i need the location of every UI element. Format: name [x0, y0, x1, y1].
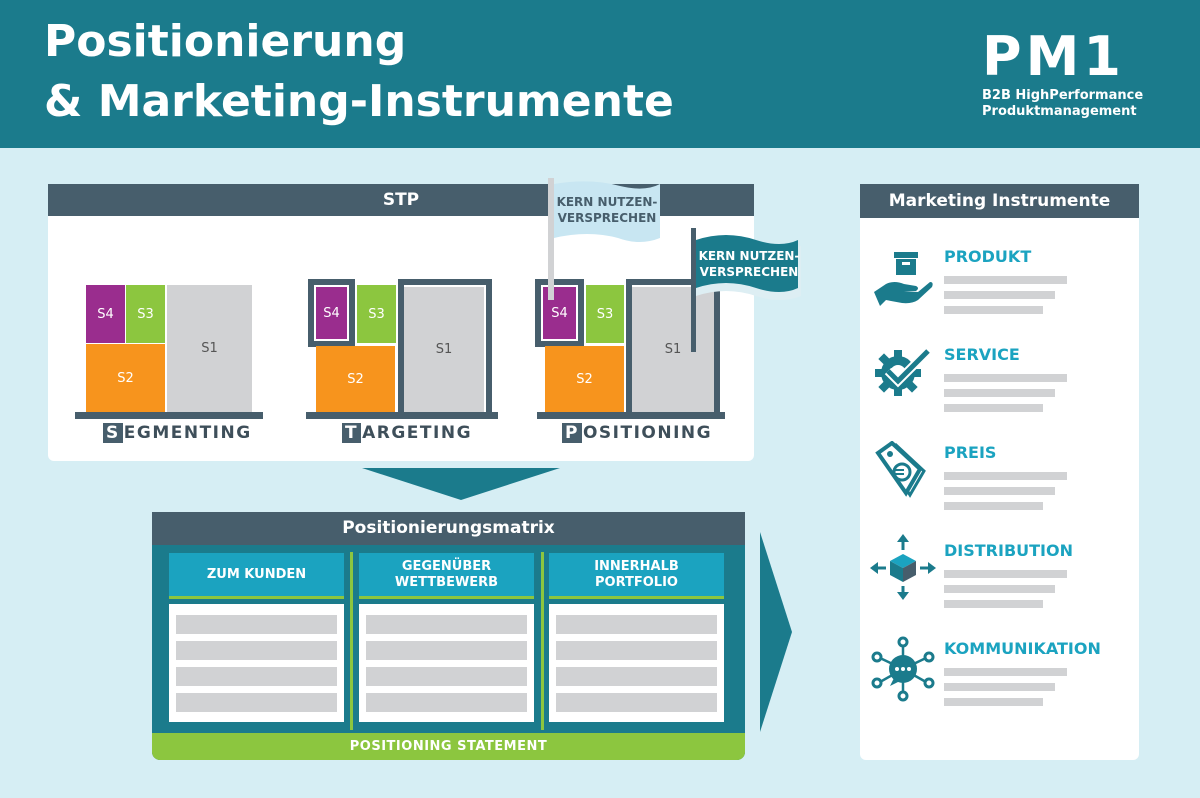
- placeholder-row: [366, 615, 527, 634]
- positioning-baseline: [537, 412, 725, 419]
- instrument-service: SERVICE: [944, 345, 1020, 364]
- cube-arrows-icon: [870, 534, 936, 600]
- placeholder-line: [944, 404, 1043, 412]
- placeholder-row: [176, 641, 337, 660]
- placeholder-row: [176, 667, 337, 686]
- placeholder-row: [366, 641, 527, 660]
- placeholder-line: [944, 472, 1067, 480]
- segment-s4: S4: [316, 287, 347, 339]
- placeholder-row: [556, 693, 717, 712]
- matrix-column-body: [169, 604, 344, 722]
- placeholder-line: [944, 570, 1067, 578]
- position-frame-s1: [626, 279, 720, 417]
- segment-s1: S1: [404, 287, 484, 412]
- logo-mark: PM1: [982, 25, 1125, 88]
- targeting-baseline: [306, 412, 498, 419]
- segment-s1: S1: [167, 285, 252, 412]
- placeholder-line: [944, 374, 1067, 382]
- positioning-statement-bar: POSITIONING STATEMENT: [152, 733, 745, 760]
- target-frame-s4: [308, 279, 355, 347]
- placeholder-row: [556, 641, 717, 660]
- placeholder-row: [556, 667, 717, 686]
- chat-network-icon: [871, 636, 935, 702]
- segment-s3: S3: [357, 285, 396, 343]
- instrument-distribution: DISTRIBUTION: [944, 541, 1073, 560]
- arrow-right-icon: [760, 532, 792, 732]
- segmenting-baseline: [75, 412, 263, 419]
- flag-light-line1: KERN NUTZEN-: [556, 195, 658, 209]
- placeholder-row: [366, 667, 527, 686]
- placeholder-row: [176, 615, 337, 634]
- matrix-column-body: [359, 604, 534, 722]
- placeholder-line: [944, 276, 1067, 284]
- matrix-column-body: [549, 604, 724, 722]
- instrument-kommunikation: KOMMUNIKATION: [944, 639, 1101, 658]
- placeholder-line: [944, 306, 1043, 314]
- instruments-title-bar: Marketing Instrumente: [860, 184, 1139, 218]
- placeholder-line: [944, 502, 1043, 510]
- placeholder-line: [944, 698, 1043, 706]
- placeholder-line: [944, 389, 1055, 397]
- matrix-title-bar: Positionierungsmatrix: [152, 512, 745, 545]
- flag-dark-icon: [691, 228, 801, 352]
- segment-s1: S1: [632, 287, 714, 412]
- header-banner: Positionierung & Marketing-Instrumente P…: [0, 0, 1200, 148]
- placeholder-row: [176, 693, 337, 712]
- price-tag-euro-icon: [875, 441, 926, 498]
- segment-s3: S3: [586, 285, 624, 343]
- placeholder-line: [944, 291, 1055, 299]
- placeholder-row: [366, 693, 527, 712]
- page-title-line2: & Marketing-Instrumente: [44, 76, 674, 127]
- segment-s2: S2: [86, 344, 165, 412]
- instrument-preis: PREIS: [944, 443, 997, 462]
- placeholder-line: [944, 585, 1055, 593]
- segment-s4: S4: [86, 285, 125, 343]
- placeholder-row: [556, 615, 717, 634]
- flag-dark-line1: KERN NUTZEN-: [698, 249, 800, 263]
- placeholder-line: [944, 600, 1043, 608]
- placeholder-line: [944, 668, 1067, 676]
- placeholder-line: [944, 487, 1055, 495]
- flag-light-icon: [548, 178, 660, 300]
- target-frame-s1: [398, 279, 492, 417]
- segment-s3: S3: [126, 285, 165, 343]
- box-hand-icon: [874, 252, 933, 306]
- segment-s2: S2: [316, 346, 395, 412]
- segment-s2: S2: [545, 346, 624, 412]
- page-title-line1: Positionierung: [44, 16, 407, 67]
- gear-check-icon: [875, 347, 932, 396]
- column-separator: [541, 552, 544, 730]
- position-frame-s4: [535, 279, 584, 347]
- logo-tagline-1: B2B HighPerformance: [982, 88, 1144, 103]
- instrument-produkt: PRODUKT: [944, 247, 1032, 266]
- logo-tagline-2: Produktmanagement: [982, 104, 1137, 119]
- placeholder-line: [944, 683, 1055, 691]
- column-separator: [350, 552, 353, 730]
- matrix-column-zum-kunden: ZUM KUNDEN: [169, 553, 344, 599]
- flag-dark-line2: VERSPRECHEN: [699, 265, 799, 279]
- flag-light-line2: VERSPRECHEN: [557, 211, 657, 225]
- arrow-down-icon: [362, 468, 560, 500]
